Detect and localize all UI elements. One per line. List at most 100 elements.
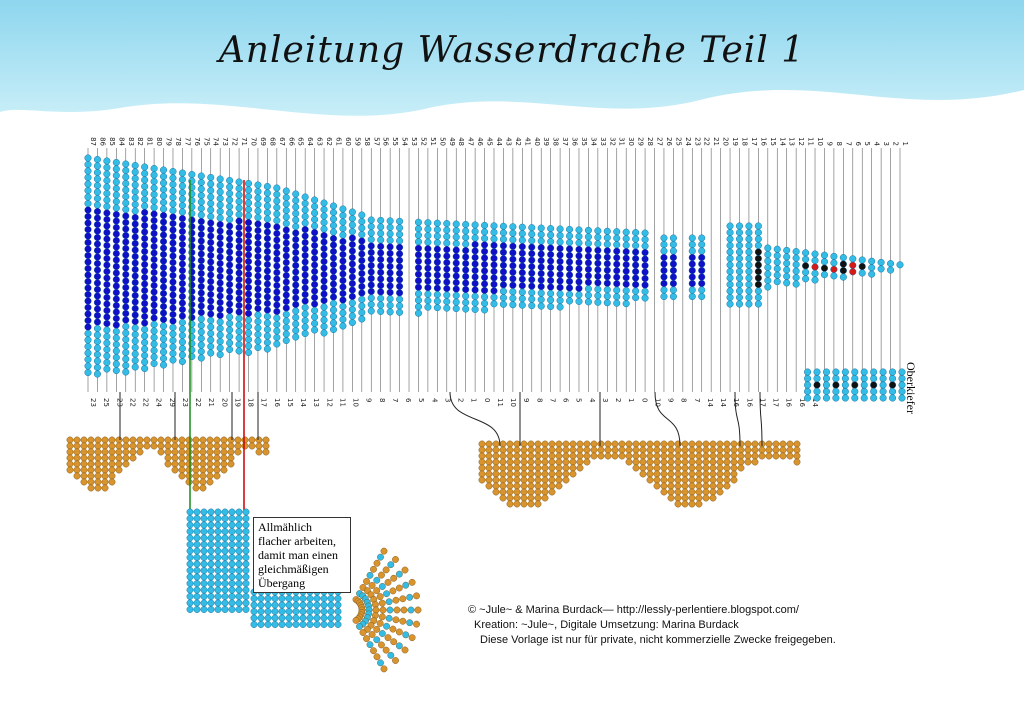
bead [169,265,177,273]
fin-bead [793,452,801,460]
bead [160,172,168,180]
bead [103,313,111,321]
bead [547,251,555,259]
fin-bead [485,446,493,454]
bead [273,301,281,309]
bead [216,318,224,326]
fin-bead [66,466,74,474]
column-number: 20 [722,137,730,146]
bead [150,249,158,257]
bead [250,608,258,615]
bead [783,279,791,287]
bead [141,287,149,295]
fan-bead [407,606,415,614]
bead [311,268,319,276]
fin-bead [129,448,137,456]
column-number: 18 [740,137,748,146]
bead [726,222,734,230]
bead [245,284,253,292]
fin-bead [681,494,689,502]
bead [242,573,250,581]
bead [320,199,328,207]
fin-bead [108,454,116,462]
bead [254,305,262,313]
bead [537,231,545,239]
bead [396,250,404,258]
bead [329,241,337,249]
bead [632,242,640,250]
bead [396,230,404,238]
fan-bead [392,556,399,563]
row-count-number: 16 [732,398,740,407]
bead [254,279,262,287]
bead [377,242,385,250]
bead [150,242,158,250]
column-number: 6 [854,142,862,147]
fin-bead [653,470,661,478]
bead [566,238,574,246]
bead [334,601,342,609]
bead [443,304,451,312]
bead [462,220,470,228]
fan-bead [395,628,403,636]
bead [613,247,621,255]
fin-bead [723,470,731,478]
bead [377,307,385,315]
bead [669,293,677,301]
fin-bead [178,436,186,444]
bead [556,277,564,285]
column-number: 45 [486,137,494,146]
fin-bead [576,458,584,466]
bead [830,252,838,260]
bead [889,388,897,396]
bead [103,320,111,328]
bead [754,248,762,256]
bead [160,342,168,350]
column-number: 63 [316,137,324,146]
bead [537,224,545,232]
bead [273,282,281,290]
bead [292,203,300,211]
fin-bead [87,436,95,444]
bead [207,271,215,279]
bead [264,621,272,628]
fin-bead [639,464,647,472]
bead [556,251,564,259]
fin-bead [695,488,703,496]
bead [254,194,262,202]
bead [462,292,470,300]
bead [242,534,250,542]
bead [433,271,441,279]
bead [141,267,149,275]
bead [575,258,583,266]
bead [197,322,205,330]
bead [879,375,887,383]
fin-bead [611,440,619,448]
bead [197,250,205,258]
bead [745,287,753,295]
bead [632,287,640,295]
bead [93,220,101,228]
bead [178,182,186,190]
bead [348,293,356,301]
bead [414,277,422,285]
bead [197,309,205,317]
bead [566,264,574,272]
bead [481,254,489,262]
bead [537,237,545,245]
bead [339,270,347,278]
bead [433,252,441,260]
fin-bead [136,442,144,450]
fin-bead [122,436,130,444]
bead [509,262,517,270]
bead [235,554,243,561]
bead [150,308,158,316]
bead [245,303,253,311]
bead [150,184,158,192]
bead [311,307,319,315]
bead [518,249,526,257]
bead [292,242,300,250]
fan-bead [377,553,384,561]
bead [186,593,194,600]
bead [250,601,258,609]
